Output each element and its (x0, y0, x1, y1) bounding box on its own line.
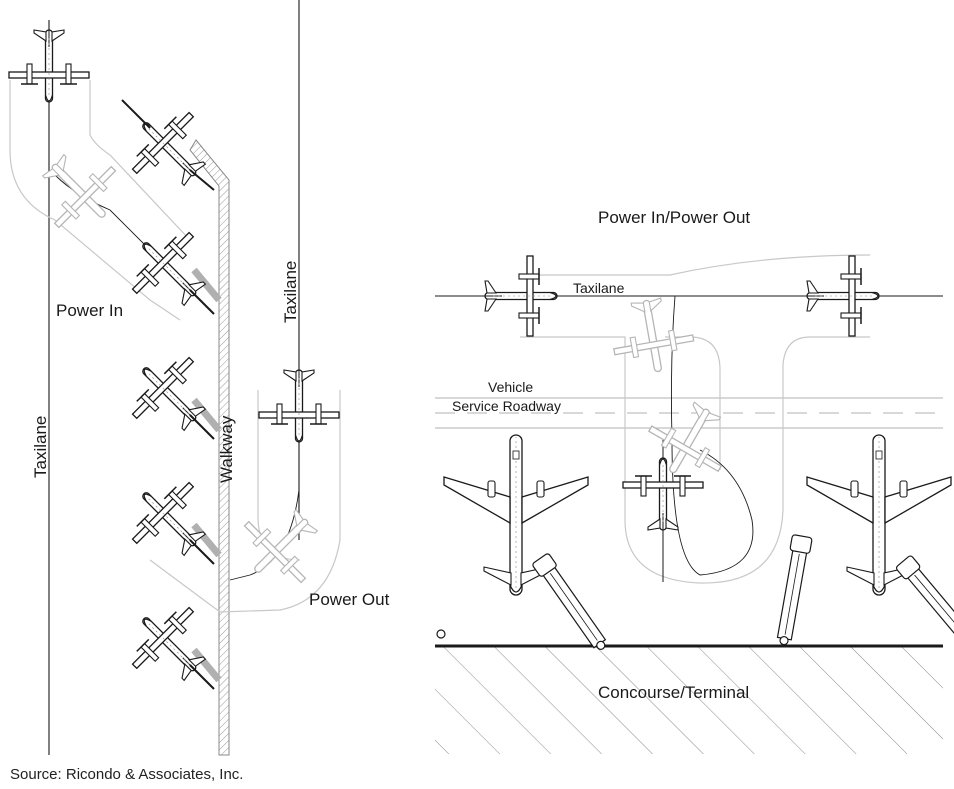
aircraft-power-in-out (622, 457, 704, 532)
aircraft-power-out (258, 368, 340, 443)
label-power-out: Power Out (309, 590, 390, 609)
jet-gate-left (443, 434, 589, 596)
aircraft-ghost-power-in (24, 136, 134, 246)
right-panel: Power In/Power Out Taxilane Vehicle Serv… (435, 208, 954, 754)
concourse-area (435, 646, 943, 754)
aircraft-ghost-power-out (226, 491, 336, 601)
label-taxilane-right: Taxilane (281, 261, 300, 323)
label-taxilane-right-panel: Taxilane (573, 280, 625, 296)
source-credit: Source: Ricondo & Associates, Inc. (10, 766, 244, 783)
aircraft-taxiing-top (8, 28, 90, 103)
boarding-bridge-1 (531, 552, 612, 655)
jet-gate-right (806, 434, 952, 596)
label-service-roadway: Service Roadway (452, 398, 561, 414)
label-concourse-terminal: Concourse/Terminal (598, 683, 749, 702)
power-in-swept-path (9, 80, 191, 321)
label-walkway: Walkway (217, 415, 236, 483)
label-taxilane-left: Taxilane (31, 416, 50, 478)
aircraft-ghost-turning-1 (605, 292, 699, 380)
aircraft-taxilane-right (805, 255, 880, 337)
label-power-in-power-out: Power In/Power Out (598, 208, 750, 227)
left-panel: Taxilane Taxilane Walkway Power In Power… (8, 0, 390, 756)
swept-path-envelope (520, 254, 871, 584)
boarding-bridge-2 (772, 533, 813, 647)
aircraft-taxilane-left (483, 255, 558, 337)
boarding-bridge-3 (894, 554, 954, 653)
label-power-in: Power In (56, 301, 123, 320)
aircraft-stand-1 (114, 94, 225, 205)
walkway-strip (189, 139, 230, 756)
label-vehicle: Vehicle (488, 379, 533, 395)
tug-path (670, 295, 754, 576)
